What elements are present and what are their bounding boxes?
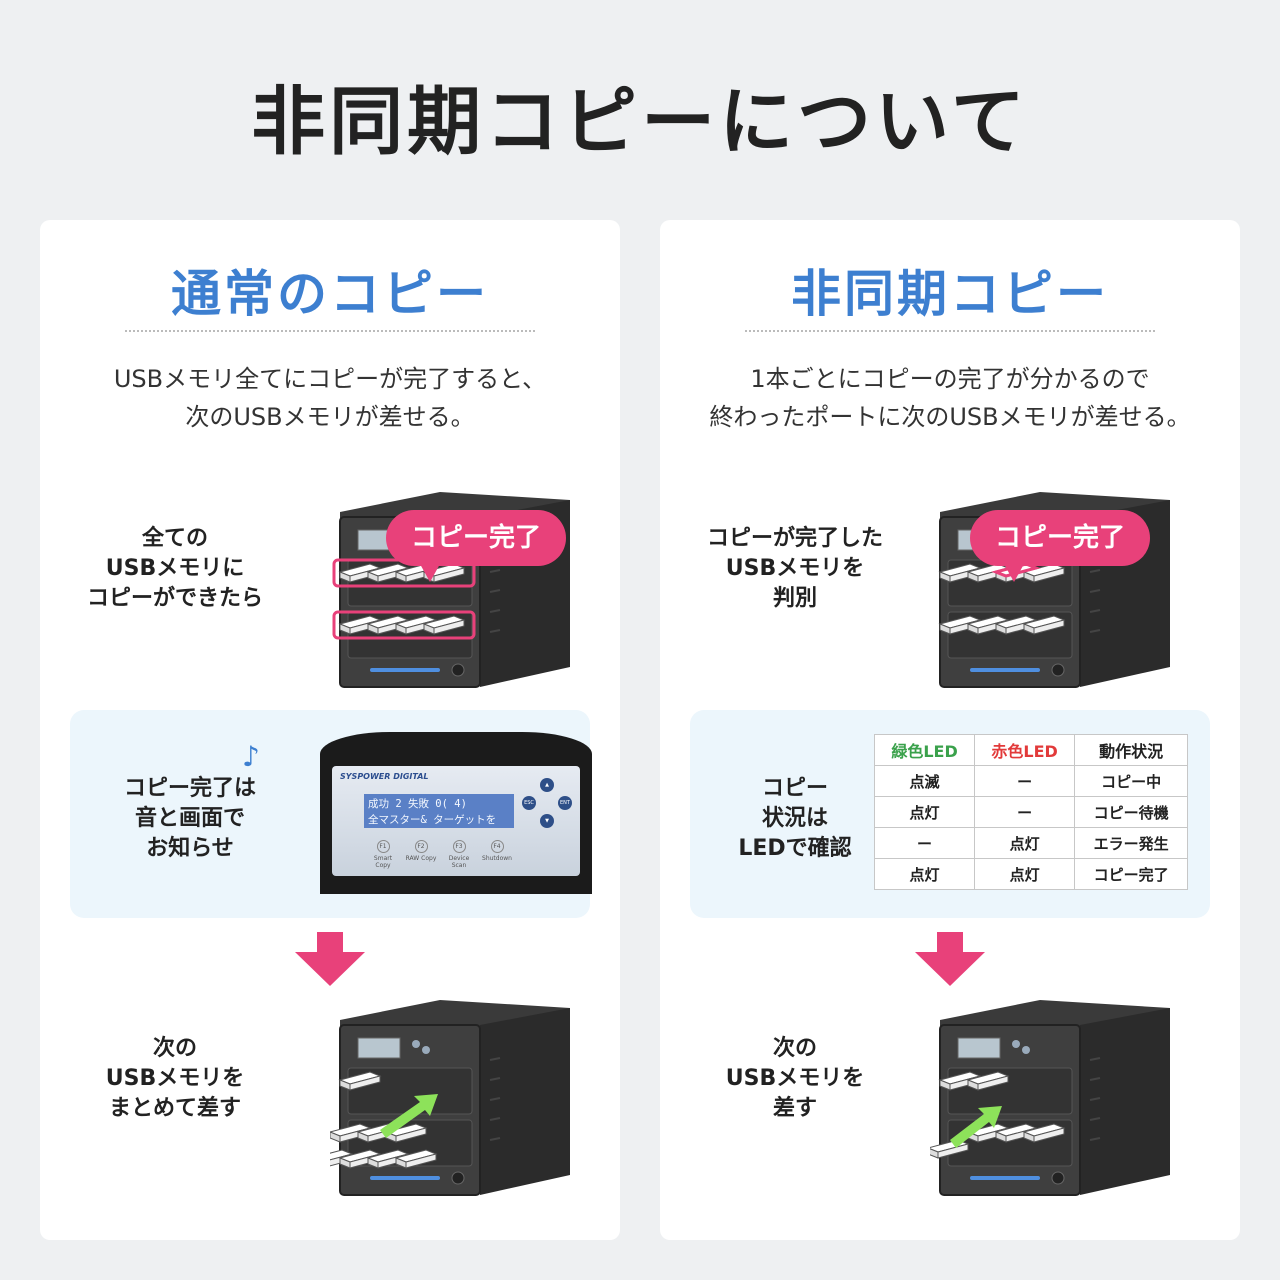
highlight-frame	[332, 610, 476, 640]
copy-complete-callout: コピー完了	[386, 510, 566, 582]
panel-description: USBメモリ全てにコピーが完了すると、 次のUSBメモリが差せる。	[113, 365, 547, 431]
info-text: コピー 状況は LEDで確認	[738, 776, 852, 861]
step1-text: コピーが完了した USBメモリを 判別	[706, 526, 883, 611]
lcd-screen: 成功 2 失敗 0( 4)全マスター& ターゲットを	[364, 794, 514, 828]
panel-title: 通常のコピー	[171, 265, 489, 323]
step1-text: 全ての USBメモリに コピーができたら	[86, 526, 263, 611]
table-row: 点滅 ー コピー中	[873, 765, 1188, 797]
copy-complete-callout: コピー完了	[970, 510, 1150, 582]
esc-button: ESC	[522, 796, 536, 810]
step2-text: 次の USBメモリを まとめて差す	[105, 1036, 245, 1121]
usb-sticks-top-row	[339, 563, 465, 583]
column-header: 動作状況	[1074, 734, 1188, 766]
down-arrow-icon	[295, 932, 365, 986]
lcd-photo: SYSPOWER DIGITAL 成功 2 失敗 0( 4)全マスター& ターゲ…	[320, 732, 592, 894]
music-note-icon: ♪	[242, 740, 260, 773]
down-button: ▼	[540, 814, 554, 828]
lcd-panel: SYSPOWER DIGITAL 成功 2 失敗 0( 4)全マスター& ターゲ…	[332, 766, 580, 876]
table-header: 緑色LED 赤色LED 動作状況	[873, 734, 1188, 766]
column-header: 赤色LED	[974, 734, 1076, 766]
divider	[125, 330, 535, 332]
step2-text: 次の USBメモリを 差す	[725, 1036, 865, 1121]
notification-info-box: コピー完了は 音と画面で お知らせ ♪ SYSPOWER DIGITAL 成功 …	[70, 710, 592, 918]
led-info-box: コピー 状況は LEDで確認 緑色LED 赤色LED 動作状況 点滅 ー コピー…	[690, 710, 1210, 918]
brand-logo: SYSPOWER DIGITAL	[340, 772, 429, 781]
async-copy-panel: 非同期コピー 1本ごとにコピーの完了が分かるので 終わったポートに次のUSBメモ…	[660, 220, 1240, 1240]
column-header: 緑色LED	[873, 734, 976, 766]
panel-description: 1本ごとにコピーの完了が分かるので 終わったポートに次のUSBメモリが差せる。	[709, 365, 1191, 431]
usb-sticks-bottom-row	[339, 615, 465, 635]
duplicator-illustration	[930, 999, 1171, 1196]
led-status-table: 緑色LED 赤色LED 動作状況 点滅 ー コピー中 点灯 ー コピー待機 ー …	[873, 734, 1188, 890]
normal-copy-panel: 通常のコピー USBメモリ全てにコピーが完了すると、 次のUSBメモリが差せる。…	[40, 220, 620, 1240]
up-button: ▲	[540, 778, 554, 792]
ent-button: ENT	[558, 796, 572, 810]
down-arrow-icon	[915, 932, 985, 986]
info-text: コピー完了は 音と画面で お知らせ	[123, 776, 256, 861]
divider	[745, 330, 1155, 332]
page-title: 非同期コピーについて	[251, 79, 1029, 165]
table-row: 点灯 点灯 コピー完了	[873, 858, 1188, 890]
duplicator-illustration	[330, 999, 571, 1196]
insert-arrow-icon	[380, 1094, 438, 1138]
table-row: ー 点灯 エラー発生	[873, 827, 1188, 859]
insert-arrow-icon	[950, 1106, 1002, 1148]
table-row: 点灯 ー コピー待機	[873, 796, 1188, 828]
panel-title: 非同期コピー	[791, 265, 1109, 323]
